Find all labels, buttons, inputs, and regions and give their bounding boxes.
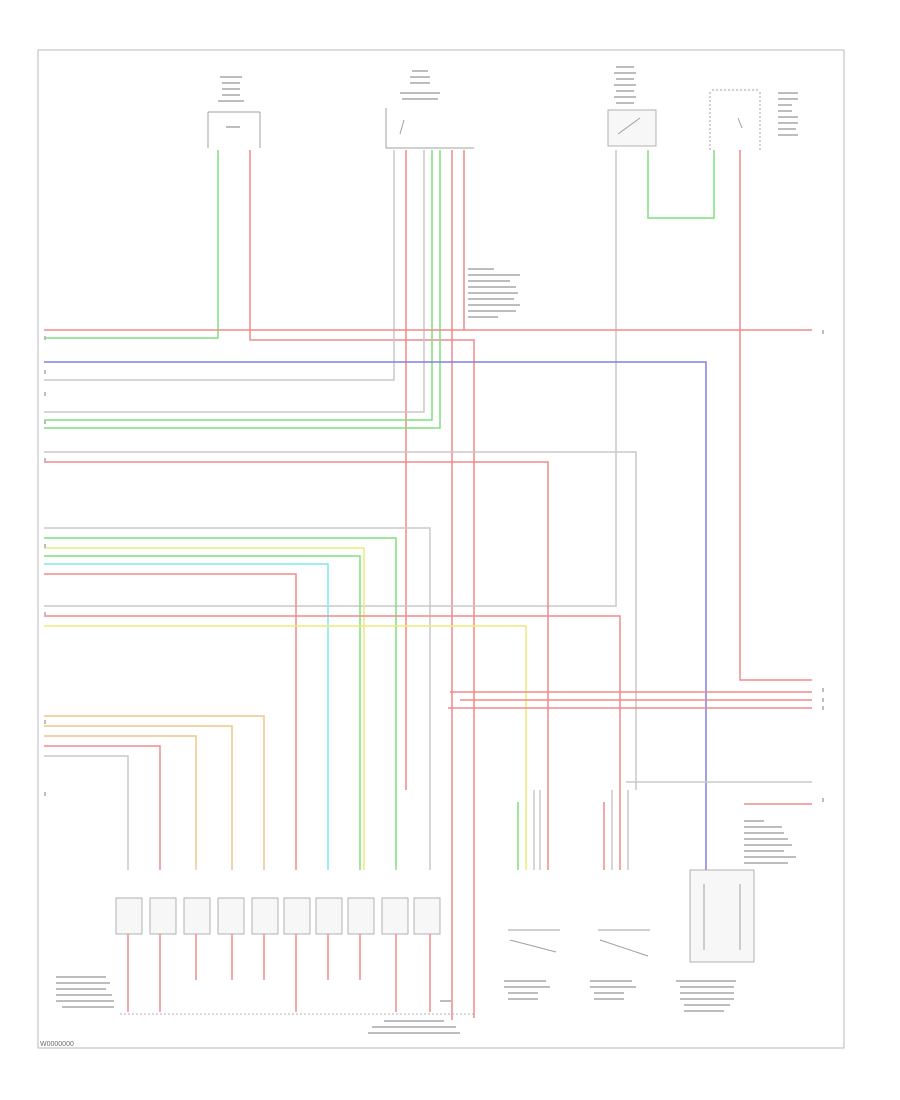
ignition-coil-1 — [251, 897, 279, 935]
engine-control-module — [368, 1000, 460, 1034]
fuel-pump-relay — [413, 897, 441, 935]
left-pin-markers — [44, 336, 46, 796]
fuse-block — [744, 820, 796, 864]
throttle-actuator — [381, 897, 409, 935]
component-top-right-sensor — [607, 66, 657, 147]
bottom-components — [115, 897, 441, 935]
wires-to-ground — [120, 934, 476, 1015]
ignition-coil-2 — [283, 897, 311, 935]
injector-3 — [183, 897, 211, 935]
crankshaft-sensor — [590, 790, 650, 1000]
wires-top-vertical — [44, 150, 812, 1020]
diagram-frame — [37, 49, 845, 1049]
ecm-main-relay — [56, 976, 114, 1008]
component-top-center-switch — [385, 70, 474, 149]
wires-lower-left — [44, 715, 265, 870]
wires-horizontal — [44, 329, 812, 870]
component-top-far-right-fuse — [709, 89, 798, 150]
right-pin-markers — [822, 330, 824, 802]
injector-4 — [217, 897, 245, 935]
ignition-coil-3 — [315, 897, 343, 935]
injector-2 — [149, 897, 177, 935]
brake-switch — [676, 869, 755, 1012]
figure-number: W0000000 — [40, 1041, 74, 1048]
ignition-coil-4 — [347, 897, 375, 935]
camshaft-sensor — [504, 790, 560, 1000]
component-top-left-relay — [207, 76, 261, 148]
injector-1 — [115, 897, 143, 935]
component-note-block — [468, 268, 520, 318]
